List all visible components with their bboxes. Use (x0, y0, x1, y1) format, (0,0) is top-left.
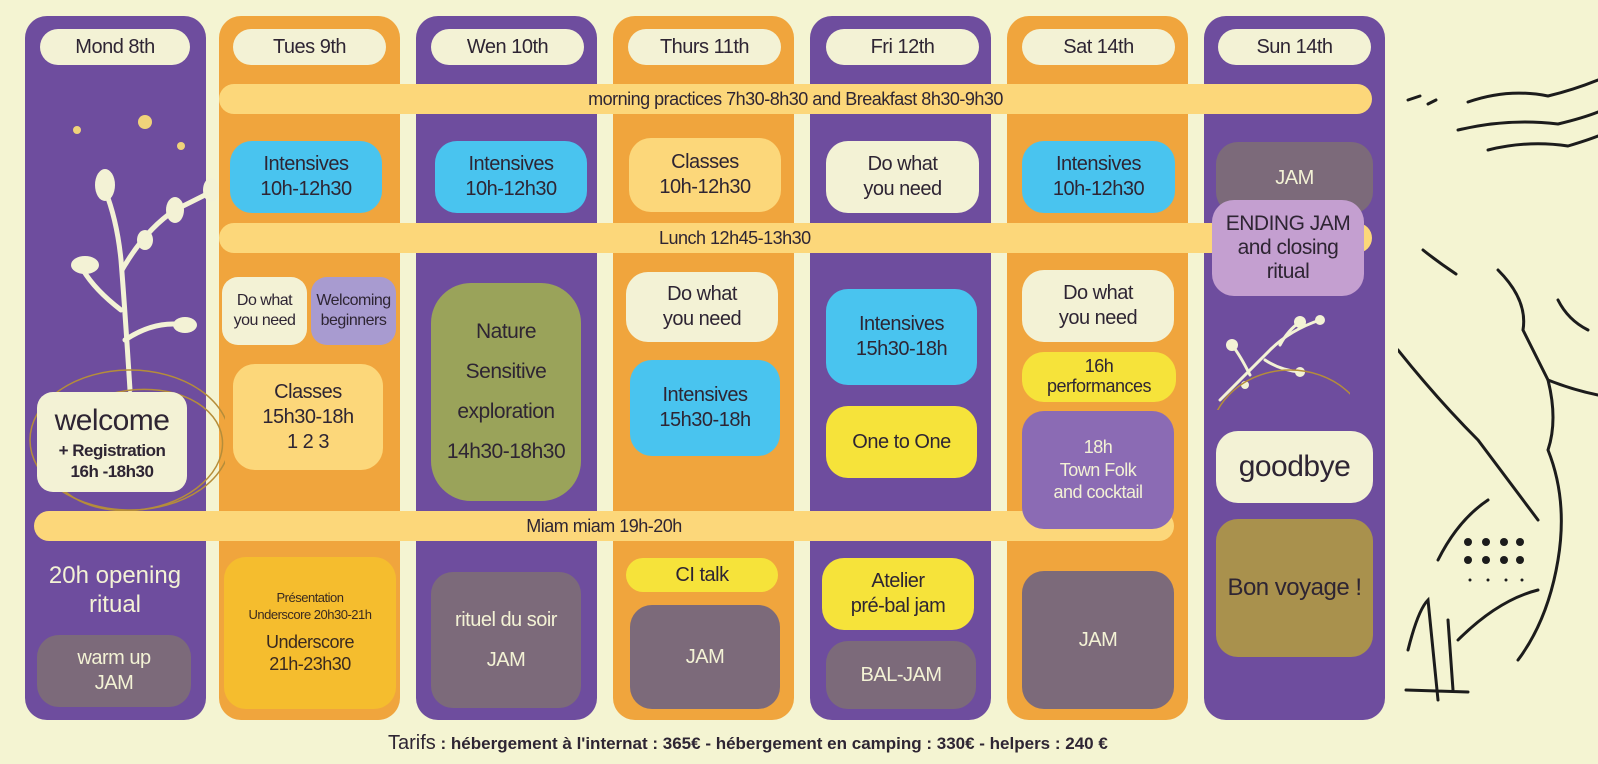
band-morning-practices: morning practices 7h30-8h30 and Breakfas… (219, 84, 1372, 114)
warm-up-jam-block: warm up JAM (37, 635, 191, 707)
column-monday (25, 16, 206, 720)
sat-town-folk-block: 18h Town Folk and cocktail (1022, 411, 1174, 529)
opening-ritual-label: 20h opening ritual (48, 562, 182, 618)
welcome-time: 16h -18h30 (70, 461, 154, 481)
thu-jam-block: JAM (630, 605, 780, 709)
tue-welcoming-beginners-block: Welcoming beginners (311, 277, 396, 345)
sun-ending-jam-block: ENDING JAM and closing ritual (1212, 200, 1364, 296)
plant-illustration (29, 115, 225, 512)
welcome-title: welcome (54, 404, 170, 437)
day-header-monday: Mond 8th (40, 29, 190, 65)
goodbye-block: goodbye (1216, 431, 1373, 503)
sat-do-what-you-need-block: Do what you need (1022, 270, 1174, 342)
fri-atelier-block: Atelier pré-bal jam (822, 558, 974, 630)
registration-label: + Registration (58, 440, 166, 460)
day-header-tuesday: Tues 9th (233, 29, 386, 65)
wed-rituel-jam-block: rituel du soir JAM (431, 572, 581, 708)
fri-bal-jam-block: BAL-JAM (826, 641, 976, 709)
tue-underscore-block: Présentation Underscore 20h30-21h Unders… (224, 557, 396, 709)
tue-intensives-block: Intensives 10h-12h30 (230, 141, 382, 213)
day-header-sunday: Sun 14th (1218, 29, 1371, 65)
tarifs-footer: Tarifs : hébergement à l'internat : 365€… (388, 732, 1188, 755)
sat-jam-block: JAM (1022, 571, 1174, 709)
day-header-friday: Fri 12th (826, 29, 979, 65)
wed-nature-exploration-block: Nature Sensitive exploration 14h30-18h30 (431, 283, 581, 501)
tarifs-text: : hébergement à l'internat : 365€ - hébe… (440, 734, 1108, 753)
thu-intensives-block: Intensives 15h30-18h (630, 360, 780, 456)
wed-intensives-block: Intensives 10h-12h30 (435, 141, 587, 213)
sat-intensives-block: Intensives 10h-12h30 (1022, 141, 1175, 213)
day-header-wednesday: Wen 10th (431, 29, 584, 65)
bon-voyage-block: Bon voyage ! (1216, 519, 1373, 657)
sat-performances-block: 16h performances (1022, 352, 1176, 402)
fri-one-to-one-block: One to One (826, 406, 977, 478)
thu-do-what-you-need-block: Do what you need (626, 272, 778, 342)
band-lunch: Lunch 12h45-13h30 (219, 223, 1372, 253)
band-dinner: Miam miam 19h-20h (34, 511, 1174, 541)
day-header-thursday: Thurs 11th (628, 29, 781, 65)
fri-do-what-you-need-block: Do what you need (826, 141, 979, 213)
ink-sketch-illustration (1398, 78, 1598, 702)
welcome-card: welcome + Registration 16h -18h30 (37, 392, 187, 492)
tue-do-what-you-need-block: Do what you need (222, 277, 307, 345)
fri-intensives-block: Intensives 15h30-18h (826, 289, 977, 385)
tarifs-label: Tarifs (388, 732, 436, 754)
thu-ci-talk-block: CI talk (626, 558, 778, 592)
flower-sprig-illustration (1216, 315, 1350, 410)
tue-classes-block: Classes 15h30-18h 1 2 3 (233, 364, 383, 470)
thu-classes-block: Classes 10h-12h30 (629, 138, 781, 212)
day-header-saturday: Sat 14th (1022, 29, 1175, 65)
